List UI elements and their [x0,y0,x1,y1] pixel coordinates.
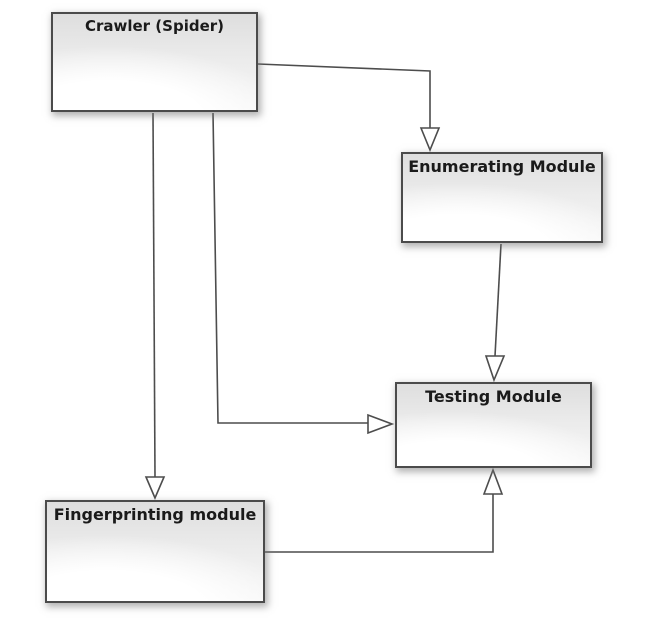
arrowhead-down-icon [484,355,506,383]
connector-fingerprinting-to-testing [265,467,504,553]
edge-line [212,112,368,424]
arrowhead-down-icon [419,127,441,153]
node-enumerating-module: Enumerating Module [401,152,603,243]
connector-crawler-to-enumerating [257,63,441,153]
node-fingerprinting-module: Fingerprinting module [45,500,265,603]
connector-crawler-to-testing [212,112,395,435]
edge-line [265,494,494,553]
arrowhead-right-icon [367,413,395,435]
connector-enumerating-to-testing [484,243,506,383]
node-testing-module: Testing Module [395,382,592,468]
node-testing-module-label: Testing Module [425,387,562,406]
node-fingerprinting-module-label: Fingerprinting module [53,505,257,524]
edge-line [257,63,431,128]
node-enumerating-module-label: Enumerating Module [408,157,596,176]
edge-line [494,243,502,357]
node-crawler: Crawler (Spider) [51,12,258,112]
edge-line [152,112,156,478]
arrowhead-up-icon [482,467,504,495]
connector-crawler-to-fingerprinting [144,112,166,501]
node-crawler-label: Crawler (Spider) [84,17,225,35]
arrowhead-down-icon [144,476,166,501]
